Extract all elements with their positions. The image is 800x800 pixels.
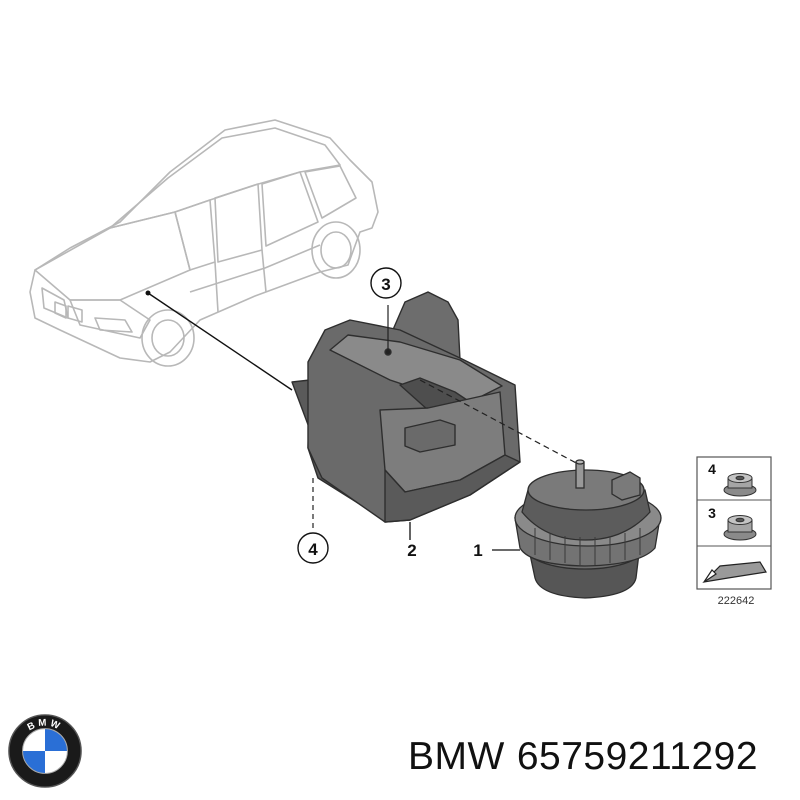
- bmw-logo: BMW: [8, 714, 82, 788]
- dashed-guides: [312, 305, 581, 530]
- svg-text:BMW: BMW: [26, 717, 64, 733]
- horn-part: [514, 459, 662, 599]
- arrow-strip-icon: [702, 561, 767, 583]
- car-outline: [29, 119, 379, 367]
- part-2-label: 2: [407, 541, 416, 560]
- part-caption: BMW 65759211292: [408, 735, 770, 779]
- callout-4-label: 4: [308, 540, 318, 559]
- legend-item-4-label: 4: [708, 461, 716, 477]
- bracket-part: [291, 291, 521, 523]
- brand-name: BMW: [408, 735, 505, 778]
- leader-line-car: [145, 290, 293, 391]
- callout-4: 4: [297, 532, 329, 564]
- flange-nut-icon: [723, 473, 757, 497]
- part-number: 65759211292: [516, 735, 759, 778]
- part-1-label: 1: [473, 541, 482, 560]
- legend-item-3-label: 3: [708, 505, 716, 521]
- callout-3-label: 3: [381, 275, 390, 294]
- legend-box: 4 3: [696, 456, 772, 590]
- hex-nut-icon: [723, 515, 757, 541]
- diagram-number: 222642: [718, 595, 755, 607]
- callout-3: 3: [370, 267, 402, 299]
